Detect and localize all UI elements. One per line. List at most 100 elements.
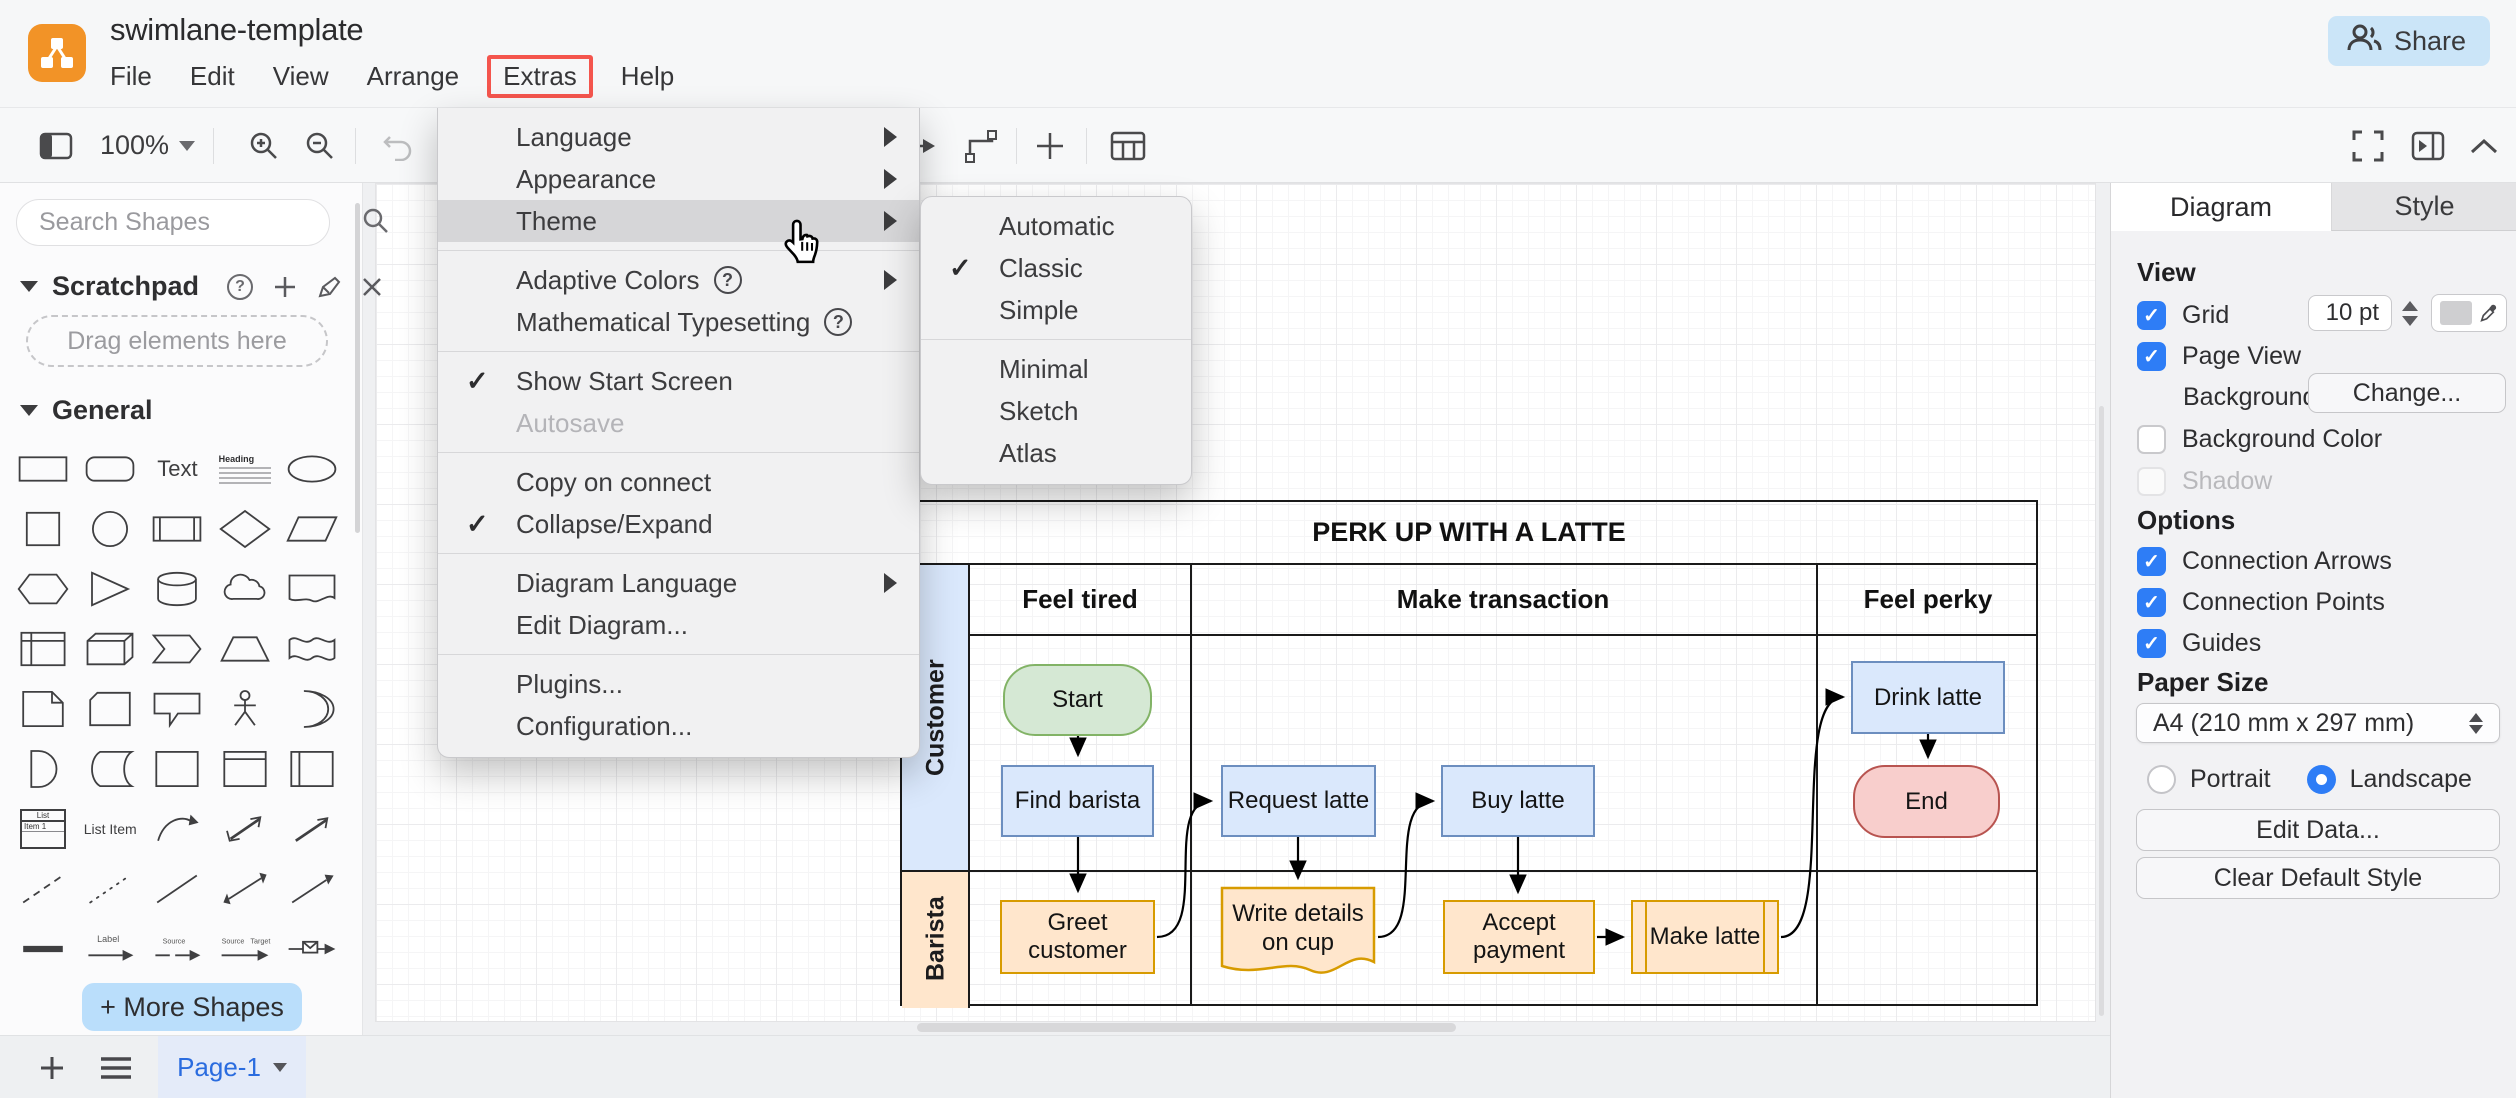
guides-checkbox[interactable]: ✓ bbox=[2137, 628, 2166, 658]
shape-parallelogram[interactable] bbox=[279, 499, 345, 559]
shape-rectangle[interactable] bbox=[10, 439, 76, 499]
shape-arrow[interactable] bbox=[279, 799, 345, 859]
shape-actor[interactable] bbox=[212, 679, 278, 739]
shape-note[interactable] bbox=[10, 679, 76, 739]
lane-strip-barista[interactable] bbox=[902, 870, 970, 1008]
sidebar-scrollbar[interactable] bbox=[355, 203, 360, 533]
menu-item-classic[interactable]: Classic bbox=[921, 247, 1191, 289]
menu-item-automatic[interactable]: Automatic bbox=[921, 205, 1191, 247]
page-tab[interactable]: Page-1 bbox=[158, 1036, 306, 1098]
clear-default-style-button[interactable]: Clear Default Style bbox=[2136, 857, 2500, 899]
shape-bidirectional-arrow[interactable] bbox=[212, 799, 278, 859]
search-shapes-box[interactable] bbox=[16, 199, 388, 246]
shape-text[interactable]: Text bbox=[157, 456, 198, 481]
shape-link[interactable] bbox=[10, 919, 76, 979]
collapse-caret-icon[interactable] bbox=[20, 281, 38, 292]
menu-file[interactable]: File bbox=[110, 60, 152, 91]
shape-trapezoid[interactable] bbox=[212, 619, 278, 679]
menu-item-mathematical-typesetting[interactable]: Mathematical Typesetting bbox=[438, 301, 919, 343]
change-background-button[interactable]: Change... bbox=[2308, 373, 2506, 413]
grid-size-stepper[interactable] bbox=[2398, 295, 2422, 331]
node-accept-payment[interactable]: Accept payment bbox=[1443, 900, 1595, 974]
collapse-toolbar-icon[interactable] bbox=[2462, 108, 2506, 183]
shape-line[interactable] bbox=[144, 859, 210, 919]
shape-tape[interactable] bbox=[279, 619, 345, 679]
paper-size-select[interactable]: A4 (210 mm x 297 mm) bbox=[2136, 703, 2500, 743]
menu-view[interactable]: View bbox=[272, 60, 329, 91]
grid-color-button[interactable] bbox=[2431, 294, 2507, 332]
shape-cylinder[interactable] bbox=[144, 559, 210, 619]
shape-ellipse[interactable] bbox=[279, 439, 345, 499]
shape-cloud[interactable] bbox=[212, 559, 278, 619]
scratchpad-close-icon[interactable] bbox=[361, 276, 383, 298]
tab-style[interactable]: Style bbox=[2331, 183, 2516, 231]
shape-callout[interactable] bbox=[144, 679, 210, 739]
node-drink-latte[interactable]: Drink latte bbox=[1851, 661, 2005, 734]
connection-points-checkbox[interactable]: ✓ bbox=[2137, 587, 2166, 617]
shape-message-arrow[interactable] bbox=[279, 919, 345, 979]
menu-edit[interactable]: Edit bbox=[189, 60, 235, 91]
shape-heading[interactable]: Heading bbox=[212, 439, 278, 499]
vertical-scrollbar[interactable] bbox=[2099, 406, 2104, 1016]
grid-checkbox[interactable]: ✓ bbox=[2137, 300, 2166, 330]
menu-item-sketch[interactable]: Sketch bbox=[921, 390, 1191, 432]
menu-item-copy-on-connect[interactable]: Copy on connect bbox=[438, 461, 919, 503]
node-greet-customer[interactable]: Greet customer bbox=[1000, 900, 1155, 974]
shape-diamond[interactable] bbox=[212, 499, 278, 559]
node-request-latte[interactable]: Request latte bbox=[1221, 765, 1376, 837]
shape-list-item[interactable]: List Item bbox=[83, 821, 137, 837]
menu-item-atlas[interactable]: Atlas bbox=[921, 432, 1191, 474]
search-input[interactable] bbox=[39, 208, 361, 237]
background-color-checkbox[interactable] bbox=[2137, 424, 2166, 454]
share-button[interactable]: Share bbox=[2327, 16, 2490, 66]
node-start[interactable]: Start bbox=[1003, 664, 1152, 736]
horizontal-scrollbar[interactable] bbox=[917, 1023, 1456, 1032]
shape-horizontal-container[interactable] bbox=[279, 739, 345, 799]
menu-item-simple[interactable]: Simple bbox=[921, 289, 1191, 331]
undo-icon[interactable] bbox=[376, 108, 420, 183]
scratchpad-edit-icon[interactable] bbox=[317, 275, 341, 299]
insert-icon[interactable] bbox=[1028, 108, 1072, 183]
shape-circle[interactable] bbox=[77, 499, 143, 559]
menu-item-diagram-language[interactable]: Diagram Language bbox=[438, 562, 919, 604]
landscape-radio[interactable] bbox=[2306, 764, 2336, 794]
menu-item-collapse-expand[interactable]: Collapse/Expand bbox=[438, 503, 919, 545]
shape-triangle[interactable] bbox=[77, 559, 143, 619]
scratchpad-dropzone[interactable]: Drag elements here bbox=[26, 315, 328, 367]
shape-double-arrow[interactable] bbox=[212, 859, 278, 919]
menu-item-plugins[interactable]: Plugins... bbox=[438, 663, 919, 705]
shape-and[interactable] bbox=[10, 739, 76, 799]
menu-item-language[interactable]: Language bbox=[438, 116, 919, 158]
shape-internal-storage[interactable] bbox=[10, 619, 76, 679]
page-view-checkbox[interactable]: ✓ bbox=[2137, 341, 2166, 371]
shape-card[interactable] bbox=[77, 679, 143, 739]
fullscreen-icon[interactable] bbox=[2344, 108, 2392, 183]
toggle-shapes-panel-icon[interactable] bbox=[34, 108, 78, 183]
node-end[interactable]: End bbox=[1853, 765, 2000, 838]
menu-item-adaptive-colors[interactable]: Adaptive Colors bbox=[438, 259, 919, 301]
collapse-caret-icon[interactable] bbox=[20, 405, 38, 416]
shape-cube[interactable] bbox=[77, 619, 143, 679]
zoom-out-icon[interactable] bbox=[298, 108, 342, 183]
menu-item-appearance[interactable]: Appearance bbox=[438, 158, 919, 200]
shape-or[interactable] bbox=[279, 679, 345, 739]
scratchpad-help-icon[interactable] bbox=[227, 273, 254, 300]
shape-curve[interactable] bbox=[144, 799, 210, 859]
zoom-in-icon[interactable] bbox=[242, 108, 286, 183]
shape-dashed-line[interactable] bbox=[10, 859, 76, 919]
add-page-icon[interactable] bbox=[30, 1036, 74, 1098]
menu-arrange[interactable]: Arrange bbox=[366, 60, 460, 91]
menu-item-theme[interactable]: Theme bbox=[438, 200, 919, 242]
swimlane-pool[interactable]: PERK UP WITH A LATTE Customer Barista Fe… bbox=[900, 500, 2038, 1008]
shape-labeled-arrow[interactable]: Label bbox=[77, 919, 143, 979]
shape-vertical-container[interactable] bbox=[212, 739, 278, 799]
shape-step[interactable] bbox=[144, 619, 210, 679]
zoom-dropdown[interactable]: 100% bbox=[100, 108, 196, 183]
node-find-barista[interactable]: Find barista bbox=[1001, 765, 1154, 837]
node-buy-latte[interactable]: Buy latte bbox=[1441, 765, 1595, 837]
connector-style-icon[interactable] bbox=[958, 108, 1006, 183]
tab-diagram[interactable]: Diagram bbox=[2111, 183, 2331, 231]
